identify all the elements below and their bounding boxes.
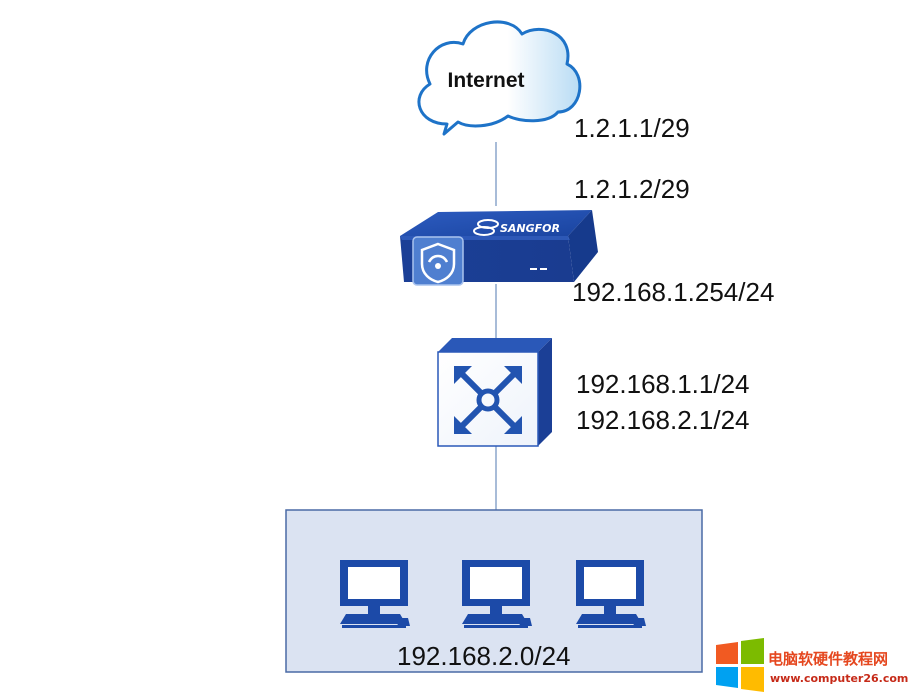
internet-cloud-icon <box>417 20 582 136</box>
ip-label-internet-gateway: 1.2.1.1/29 <box>574 113 690 143</box>
sangfor-firewall-icon <box>400 210 598 286</box>
shield-badge-icon <box>412 236 464 286</box>
core-switch-icon <box>437 338 552 447</box>
sangfor-brand-label: SANGFOR <box>500 222 560 235</box>
internet-label: Internet <box>447 69 524 92</box>
pc-icon <box>462 560 532 628</box>
watermark-title: 电脑软硬件教程网 <box>768 650 889 668</box>
sangfor-logo-icon <box>473 219 499 236</box>
ip-label-switch-1: 192.168.1.1/24 <box>576 369 750 399</box>
status-led-icon <box>530 268 547 270</box>
watermark-url: www.computer26.com <box>770 672 909 685</box>
pc-icon <box>576 560 646 628</box>
ip-label-switch-2: 192.168.2.1/24 <box>576 405 750 435</box>
windows-logo-icon <box>716 638 764 692</box>
ip-label-firewall-lan: 192.168.1.254/24 <box>572 277 775 307</box>
ip-label-firewall-wan: 1.2.1.2/29 <box>574 174 690 204</box>
switch-arrows-icon <box>454 366 522 434</box>
lan-subnet-label: 192.168.2.0/24 <box>397 641 571 671</box>
pc-icon <box>340 560 410 628</box>
